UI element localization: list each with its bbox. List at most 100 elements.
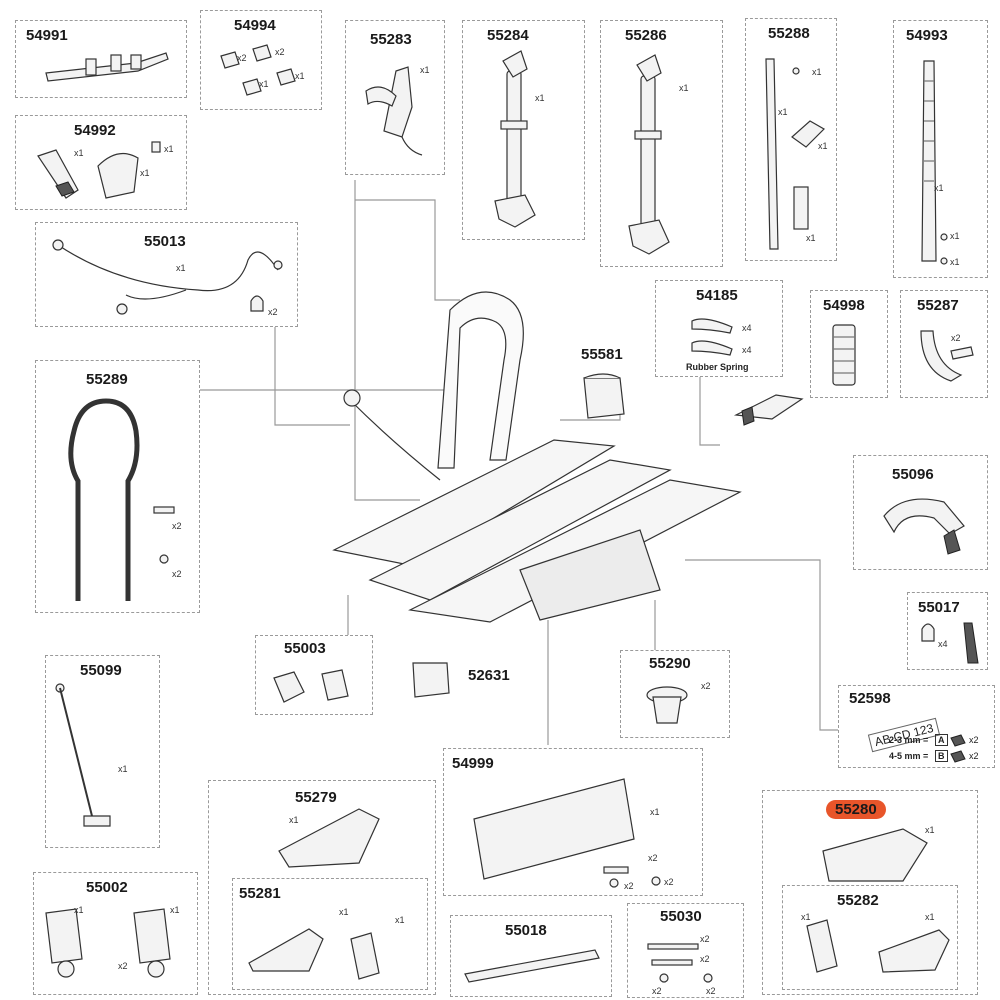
- part-box-54992[interactable]: 54992 x1 x1 x1: [15, 115, 187, 210]
- rubber-spring-icon: x4 x4: [691, 318, 752, 356]
- arm-part-icon: x1: [494, 50, 545, 228]
- part-box-55099[interactable]: 55099 x1: [45, 655, 160, 848]
- part-box-54994[interactable]: 54994 x2 x2 x1 x1: [200, 10, 322, 110]
- holder-part-icon: [583, 373, 625, 419]
- part-box-55290[interactable]: 55290 x2: [620, 650, 730, 738]
- qty-label: x1: [339, 907, 349, 917]
- part-box-54999[interactable]: 54999 x1 x2 x2 x2: [443, 748, 703, 896]
- qty-label: x1: [176, 263, 186, 273]
- part-number: 55289: [86, 371, 128, 388]
- qty-label: x2: [664, 877, 674, 887]
- holder-part-icon: [412, 662, 450, 698]
- size-row-a-text: 2-3 mm =: [889, 735, 929, 745]
- part-box-55013[interactable]: 55013 x1 x2: [35, 222, 298, 327]
- part-box-54998[interactable]: 54998: [810, 290, 888, 398]
- qty-label: x1: [818, 141, 828, 151]
- qty-label: x4: [938, 639, 948, 649]
- qty-label: x1: [950, 231, 960, 241]
- part-number: 52598: [849, 690, 891, 707]
- clamp-parts-icon: x1 x1 x1: [37, 141, 174, 199]
- part-number: 55284: [487, 27, 529, 44]
- qty-label: x2: [652, 986, 662, 996]
- qty-label: x1: [140, 168, 150, 178]
- part-number-52631: 52631: [468, 667, 510, 684]
- part-box-55030[interactable]: 55030 x2 x2 x2 x2: [627, 903, 744, 998]
- bolt-parts-icon: x2 x2 x2 x2: [647, 934, 716, 996]
- plate-holder-icon: x1 x2 x2 x2: [473, 778, 674, 891]
- part-number: 55281: [239, 885, 281, 902]
- part-box-55286[interactable]: 55286 x1: [600, 20, 723, 267]
- qty-label: x2: [237, 53, 247, 63]
- qty-label: x1: [925, 912, 935, 922]
- part-number: 55279: [295, 789, 337, 806]
- part-box-54185[interactable]: 54185 x4 x4 Rubber Spring: [655, 280, 783, 377]
- part-box-55283[interactable]: 55283 x1: [345, 20, 445, 175]
- qty-label: x2: [700, 954, 710, 964]
- arm-part-icon: x1: [628, 54, 689, 255]
- part-number: 55002: [86, 879, 128, 896]
- part-number: 55288: [768, 25, 810, 42]
- part-box-54991[interactable]: 54991: [15, 20, 187, 98]
- arm-part-icon: x1: [365, 65, 430, 156]
- size-row-b-qty: x2: [969, 751, 979, 761]
- part-number: 54999: [452, 755, 494, 772]
- qty-label: x2: [118, 961, 128, 971]
- part-number: 55290: [649, 655, 691, 672]
- rod-part-icon: x1: [55, 683, 128, 827]
- part-box-52598[interactable]: 52598 AB CD 123 2-3 mm = A x2 4-5 mm = B…: [838, 685, 995, 768]
- qty-label: x1: [118, 764, 128, 774]
- part-box-54993[interactable]: 54993 x1 x1 x1: [893, 20, 988, 278]
- part-number: 55013: [144, 233, 186, 250]
- qty-label: x2: [268, 307, 278, 317]
- qty-label: x1: [74, 905, 84, 915]
- part-number: 55286: [625, 27, 667, 44]
- part-box-55003[interactable]: 55003: [255, 635, 373, 715]
- light-cover-icon: x1: [278, 808, 380, 868]
- part-number: 55287: [917, 297, 959, 314]
- light-cover-icon: x1: [822, 825, 935, 882]
- light-cover-parts-icon: x1 x1: [248, 907, 405, 980]
- part-box-55017[interactable]: 55017 x4: [907, 592, 988, 670]
- part-box-55018[interactable]: 55018: [450, 915, 612, 997]
- sticker-icons: [950, 734, 966, 763]
- part-box-55282[interactable]: 55282 x1 x1: [782, 885, 958, 990]
- part-box-55284[interactable]: 55284 x1: [462, 20, 585, 240]
- part-number: 54185: [696, 287, 738, 304]
- part-number: 55018: [505, 922, 547, 939]
- qty-label: x1: [806, 233, 816, 243]
- part-box-55289[interactable]: 55289 x2 x2: [35, 360, 200, 613]
- qty-label: x1: [420, 65, 430, 75]
- qty-label: x2: [701, 681, 711, 691]
- size-row-a-key: A: [935, 734, 948, 746]
- part-number: 54994: [234, 17, 276, 34]
- part-box-55281[interactable]: 55281 x1 x1: [232, 878, 428, 990]
- part-box-55096[interactable]: 55096: [853, 455, 988, 570]
- part-box-55288[interactable]: 55288 x1 x1 x1 x1: [745, 18, 837, 261]
- part-number: 54993: [906, 27, 948, 44]
- part-number: 54998: [823, 297, 865, 314]
- cable-part-icon: x1 x2: [52, 239, 283, 317]
- part-number: 55096: [892, 466, 934, 483]
- qty-label: x1: [164, 144, 174, 154]
- qty-label: x1: [535, 93, 545, 103]
- qty-label: x4: [742, 323, 752, 333]
- qty-label: x1: [289, 815, 299, 825]
- strap-part-icon: x1 x1 x1: [921, 60, 960, 267]
- part-box-55002[interactable]: 55002 x1 x1 x2: [33, 872, 198, 995]
- part-number: 55030: [660, 908, 702, 925]
- bracket-part-icon: [45, 52, 169, 82]
- qty-label: x2: [275, 47, 285, 57]
- qty-label: x2: [951, 333, 961, 343]
- qty-label: x1: [259, 79, 269, 89]
- clamp-detail-icon: [733, 394, 804, 426]
- size-row-b-text: 4-5 mm =: [889, 751, 929, 761]
- part-number: 55283: [370, 31, 412, 48]
- hinge-parts-icon: x1 x1 x2: [45, 905, 180, 978]
- size-row-a-qty: x2: [969, 735, 979, 745]
- part-number-55581: 55581: [581, 346, 623, 363]
- part-number: 55003: [284, 640, 326, 657]
- part-box-55287[interactable]: 55287 x2: [900, 290, 988, 398]
- handle-part-icon: [883, 498, 965, 555]
- bushing-part-icon: x2: [646, 681, 711, 724]
- clip-part-icon: x4: [921, 622, 979, 664]
